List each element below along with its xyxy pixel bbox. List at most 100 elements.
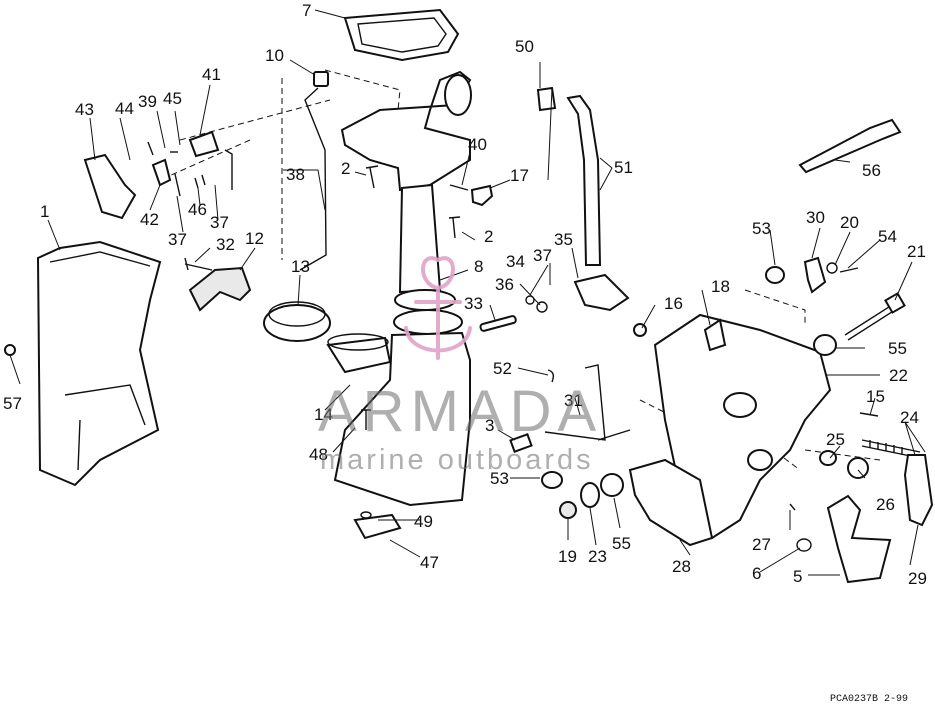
clamp-screw-part: [861, 439, 921, 459]
connector-part: [536, 86, 557, 112]
callout-48: 48: [309, 445, 328, 464]
swivel-bracket-bore-lower: [747, 449, 773, 471]
callout-54: 54: [878, 227, 897, 246]
housing-head-bore: [444, 74, 472, 116]
bushing-part-53: [765, 266, 785, 284]
callout-26: 26: [876, 495, 895, 514]
callout-53: 53: [490, 469, 509, 488]
washer-part-20: [826, 262, 838, 274]
washer-part: [847, 457, 869, 479]
callout-1: 1: [40, 202, 50, 221]
bolt-part-32: [184, 257, 213, 271]
callout-45: 45: [163, 89, 182, 108]
callout-27: 27: [752, 535, 771, 554]
cap-part: [541, 471, 563, 489]
long-bolt-head: [884, 292, 906, 314]
callout-38: 38: [286, 165, 305, 184]
callout-5: 5: [793, 567, 803, 586]
callout-41: 41: [202, 65, 221, 84]
bushing-part-55b: [813, 334, 837, 356]
bolt-part-15: [859, 412, 879, 417]
washer-part-55: [600, 473, 624, 497]
callout-55: 55: [612, 534, 631, 553]
callout-53b: 53: [752, 219, 771, 238]
clip-part-37: [174, 149, 233, 197]
callout-43: 43: [75, 100, 94, 119]
nut-part-16: [633, 323, 647, 337]
clamp-part: [188, 266, 252, 312]
clamp-pad-part: [826, 494, 892, 584]
callout-6: 6: [752, 564, 762, 583]
callout-33: 33: [464, 294, 483, 313]
callout-46: 46: [188, 200, 207, 219]
ring-part-34: [525, 295, 535, 305]
bolt-part-54: [839, 267, 859, 273]
callout-10: 10: [265, 46, 284, 65]
key-part: [509, 433, 533, 453]
bushing-part: [313, 71, 329, 87]
plate-part: [353, 513, 402, 540]
fastener-part-57: [4, 344, 16, 356]
callout-20: 20: [840, 213, 859, 232]
callout-14: 14: [314, 405, 333, 424]
clip-part-52: [547, 369, 555, 383]
callout-8: 8: [474, 257, 484, 276]
cup-seal-part: [326, 336, 392, 374]
callout-29: 29: [908, 569, 927, 588]
drawing-code: PCA0237B 2-99: [830, 694, 909, 705]
callout-2b: 2: [484, 227, 494, 246]
shroud-part: [36, 240, 162, 487]
callout-21: 21: [907, 242, 926, 261]
callout-16: 16: [664, 294, 683, 313]
callout-44: 44: [115, 99, 134, 118]
stern-bracket-part: [628, 458, 714, 547]
part-18: [703, 318, 727, 352]
callout-12: 12: [245, 229, 264, 248]
spring-clip-part: [803, 256, 827, 294]
washer-part-42: [151, 158, 172, 187]
shift-handle-part: [83, 153, 137, 220]
callout-17: 17: [510, 166, 529, 185]
pin-part-44: [147, 141, 154, 156]
nut-part: [559, 501, 577, 519]
seal-ring-part: [263, 304, 331, 342]
callout-32: 32: [216, 235, 235, 254]
seal-ring-inner: [268, 301, 326, 327]
shroud-inner-edge: [49, 251, 151, 471]
callout-37b: 37: [168, 230, 187, 249]
callout-36: 36: [495, 275, 514, 294]
bolt-part-40: [449, 184, 469, 191]
bolt-part-25: [819, 450, 837, 466]
callout-18: 18: [711, 277, 730, 296]
bushing-part-23: [580, 482, 600, 508]
callout-15: 15: [866, 387, 885, 406]
callout-7: 7: [302, 1, 312, 20]
bolt-part-48: [361, 409, 371, 430]
callout-57: 57: [3, 394, 22, 413]
bolt-part-2: [365, 165, 379, 189]
clamp-handle-part: [903, 454, 934, 527]
swivel-bracket-bore: [723, 392, 757, 418]
callout-52: 52: [493, 359, 512, 378]
callout-37c: 37: [210, 213, 229, 232]
callout-19: 19: [558, 547, 577, 566]
callout-49: 49: [414, 512, 433, 531]
callout-35: 35: [554, 230, 573, 249]
callout-30: 30: [806, 208, 825, 227]
pin-part-46: [194, 174, 206, 189]
callout-3: 3: [485, 416, 495, 435]
callout-37: 37: [533, 246, 552, 265]
callout-50: 50: [515, 37, 534, 56]
callout-13: 13: [291, 257, 310, 276]
callout-47: 47: [420, 553, 439, 572]
lever-part: [544, 364, 631, 441]
callout-23: 23: [588, 547, 607, 566]
leader-lines: [9, 9, 926, 576]
tilt-rod-part: [798, 118, 902, 174]
callout-34: 34: [506, 252, 525, 271]
ring-part-6: [796, 538, 812, 552]
watermark-anchor-logo: [404, 256, 472, 360]
callout-31: 31: [564, 391, 583, 410]
callout-2: 2: [341, 159, 351, 178]
